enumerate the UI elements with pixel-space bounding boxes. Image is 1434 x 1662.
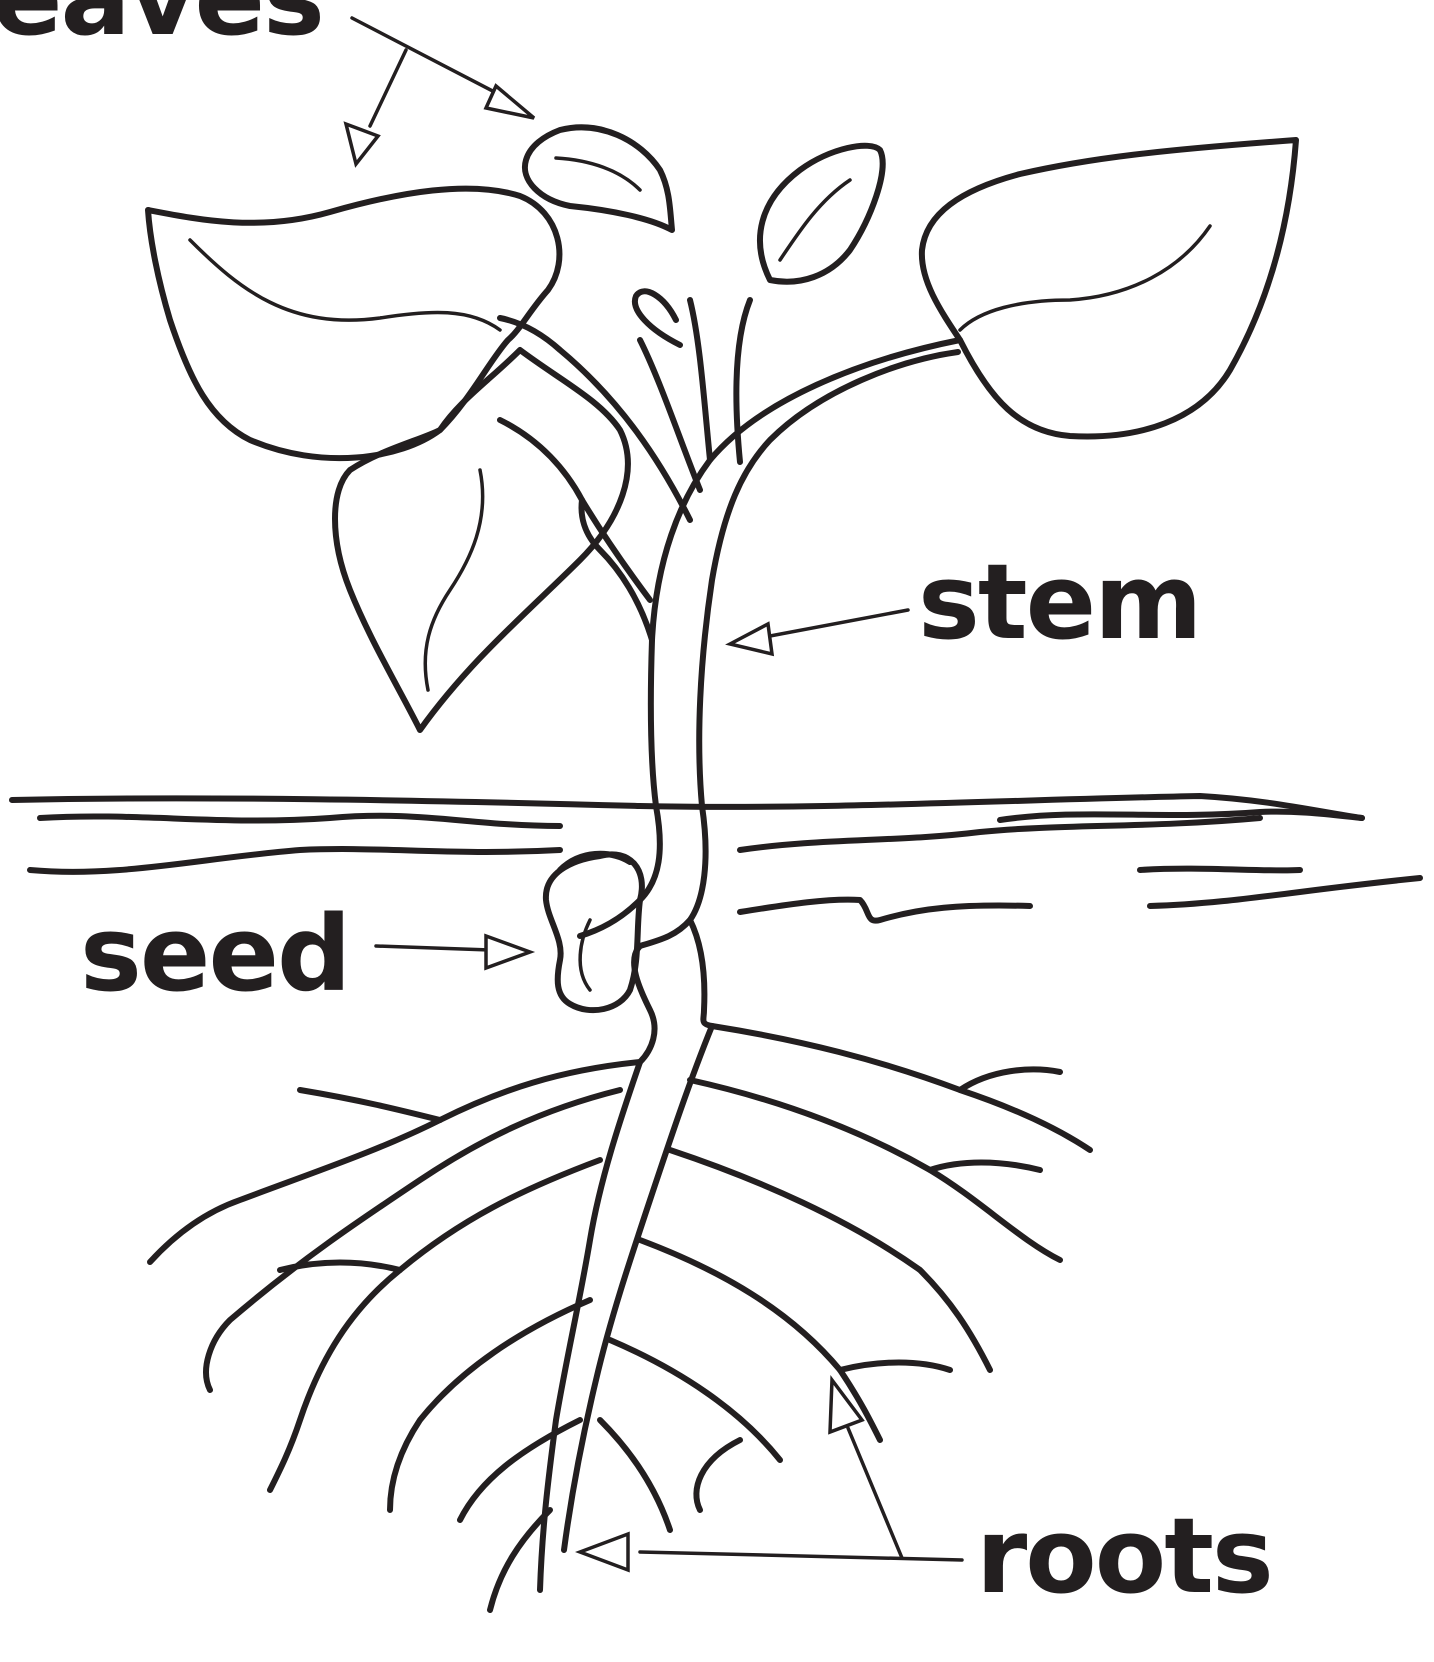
leaf-center-lower	[335, 350, 628, 730]
seed-label: seed	[80, 893, 349, 1015]
seed-pointer	[376, 936, 530, 968]
roots-pointer	[580, 1380, 962, 1570]
stem-pointer	[730, 610, 908, 654]
leaves-label: eaves	[0, 0, 323, 59]
leaf-right-large	[922, 140, 1296, 436]
stem-label: stem	[918, 541, 1201, 663]
leaf-tendril	[635, 291, 680, 345]
roots	[150, 1026, 1090, 1610]
leaf-bud-top	[760, 146, 883, 282]
stem	[500, 300, 960, 1062]
leaves-pointer	[346, 18, 534, 164]
roots-label: roots	[976, 1495, 1272, 1617]
leaf-left-large	[148, 189, 559, 459]
